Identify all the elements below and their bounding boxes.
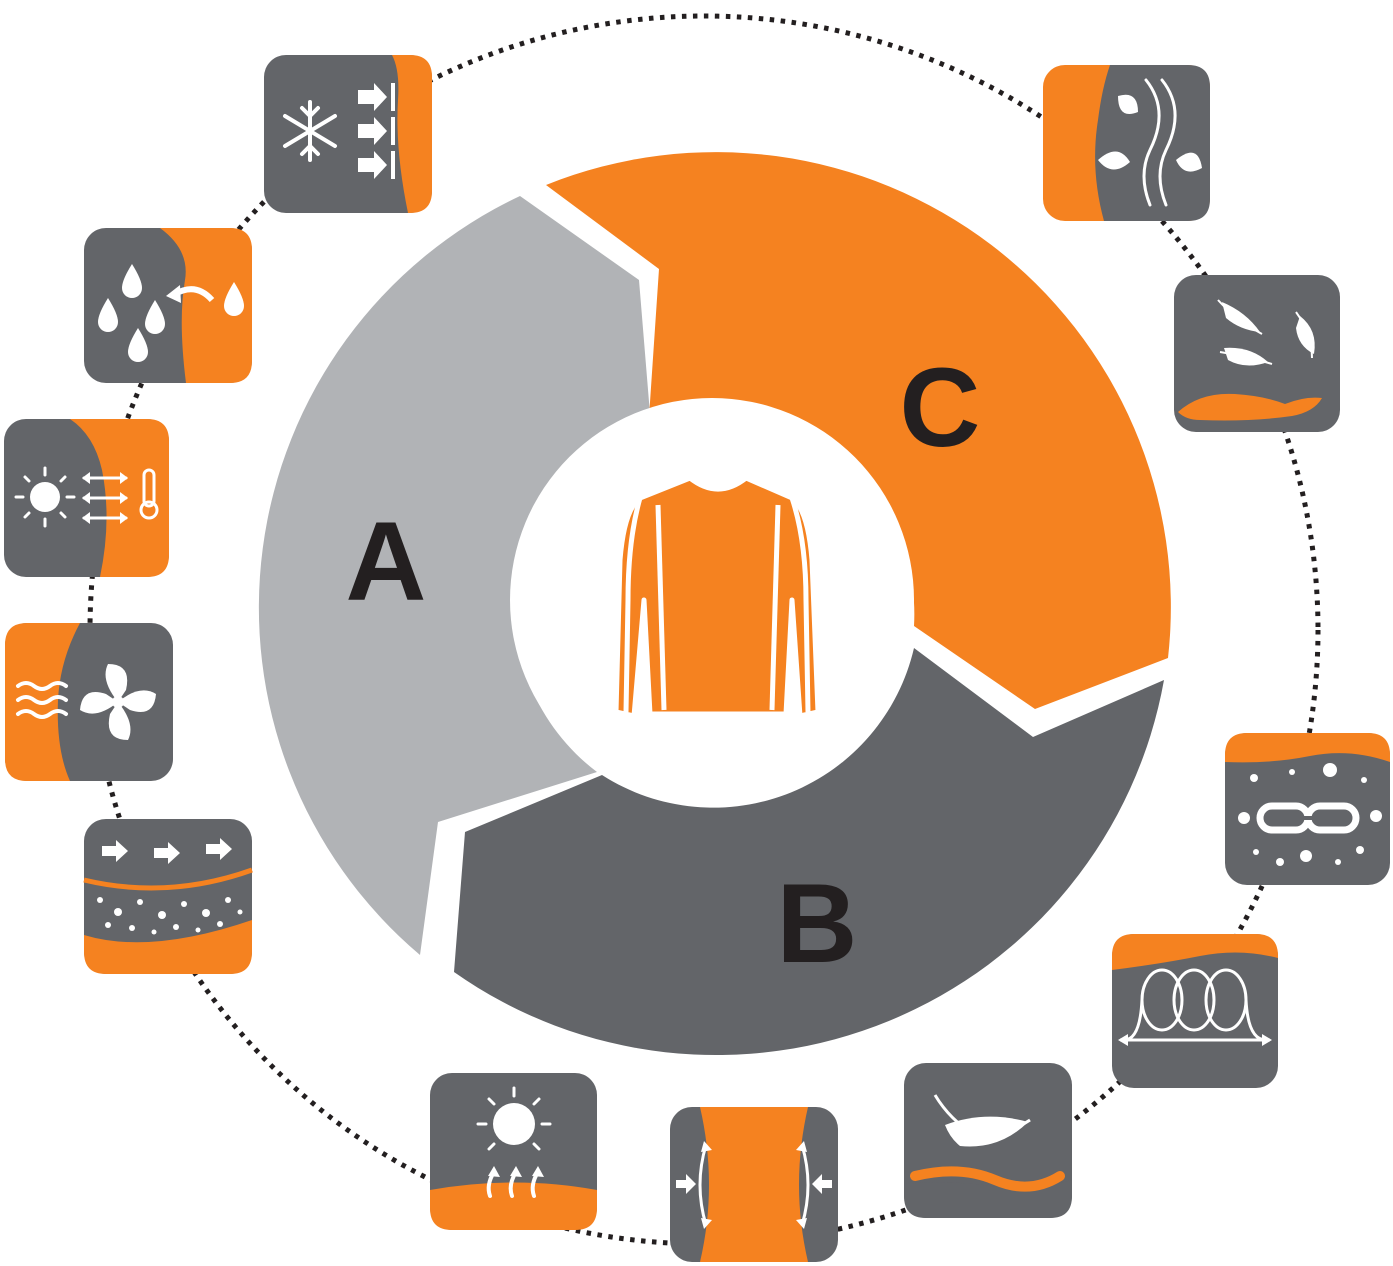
cold-protection-icon [264,55,432,213]
segment-b-label: B [777,861,858,986]
thermoregulation-icon [4,419,169,577]
elastic-fiber-icon [1112,934,1278,1088]
soft-touch-icon [1174,275,1340,432]
ventilation-icon [5,623,173,781]
segment-c [546,152,1171,710]
natural-fresh-icon [1043,65,1210,221]
long-sleeve-shirt-icon [613,475,821,719]
segment-c-label: C [900,345,981,470]
segment-b [454,648,1164,1056]
durable-fabric-icon [1225,733,1390,885]
segment-a [258,196,650,955]
moisture-transfer-icon [84,228,252,383]
lightweight-icon [904,1063,1072,1218]
segment-a-label: A [346,499,427,624]
uv-protection-icon [430,1073,597,1230]
breathable-layers-icon [83,819,253,974]
stretch-fit-icon [670,1107,838,1262]
